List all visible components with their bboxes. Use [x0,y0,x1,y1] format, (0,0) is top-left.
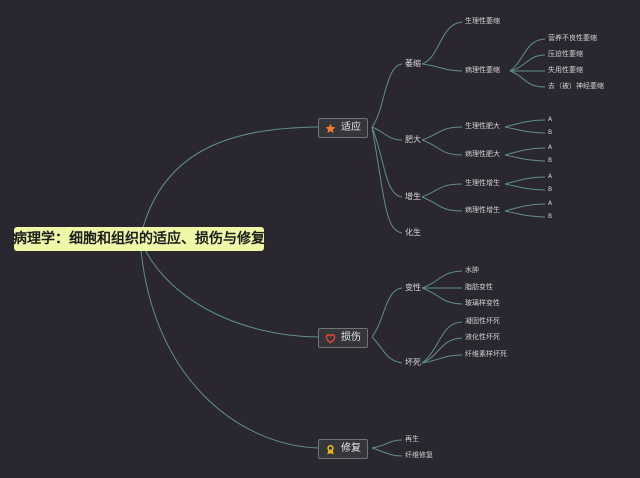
repair-item[interactable]: 再生 [405,435,419,443]
physiological-atrophy[interactable]: 生理性萎缩 [465,17,500,25]
degeneration-node[interactable]: 变性 [405,283,421,292]
repair-item[interactable]: 纤维修复 [405,451,433,459]
atrophy-item[interactable]: 压迫性萎缩 [548,50,583,58]
hypertrophy-item[interactable]: A [548,116,553,123]
necrosis-item[interactable]: 纤维素样坏死 [465,350,507,358]
physiological-hypertrophy[interactable]: 生理性肥大 [465,122,500,130]
degeneration-item[interactable]: 水肿 [465,266,479,274]
hyperplasia-node[interactable]: 增生 [405,192,421,201]
star-icon [325,123,336,134]
branch-adapt[interactable]: 适应 [318,118,368,138]
branch-adapt-label: 适应 [341,122,361,133]
physiological-hyperplasia[interactable]: 生理性增生 [465,179,500,187]
hypertrophy-item[interactable]: B [548,129,553,136]
hyperplasia-item[interactable]: B [548,213,553,220]
degeneration-item[interactable]: 脂肪变性 [465,283,493,291]
degeneration-item[interactable]: 玻璃样变性 [465,299,500,307]
branch-injury-label: 损伤 [341,332,361,343]
hyperplasia-item[interactable]: B [548,186,553,193]
badge-icon [325,444,336,455]
pathological-atrophy[interactable]: 病理性萎缩 [465,66,500,74]
pathological-hypertrophy[interactable]: 病理性肥大 [465,150,500,158]
root-topic[interactable]: 病理学：细胞和组织的适应、损伤与修复 [13,227,265,251]
necrosis-item[interactable]: 液化性坏死 [465,333,500,341]
atrophy-item[interactable]: 营养不良性萎缩 [548,34,597,42]
branch-injury[interactable]: 损伤 [318,328,368,348]
hypertrophy-item[interactable]: B [548,157,553,164]
necrosis-item[interactable]: 凝固性坏死 [465,317,500,325]
atrophy-item[interactable]: 失用性萎缩 [548,66,583,74]
hypertrophy-item[interactable]: A [548,144,553,151]
hypertrophy-node[interactable]: 肥大 [405,135,421,144]
branch-repair[interactable]: 修复 [318,439,368,459]
atrophy-node[interactable]: 萎缩 [405,59,421,68]
branch-repair-label: 修复 [341,443,361,454]
hyperplasia-item[interactable]: A [548,200,553,207]
hyperplasia-item[interactable]: A [548,173,553,180]
necrosis-node[interactable]: 坏死 [405,358,421,367]
heart-icon [325,333,336,344]
pathological-hyperplasia[interactable]: 病理性增生 [465,206,500,214]
metaplasia-node[interactable]: 化生 [405,228,421,237]
atrophy-item[interactable]: 去（被）神经萎缩 [548,82,604,90]
